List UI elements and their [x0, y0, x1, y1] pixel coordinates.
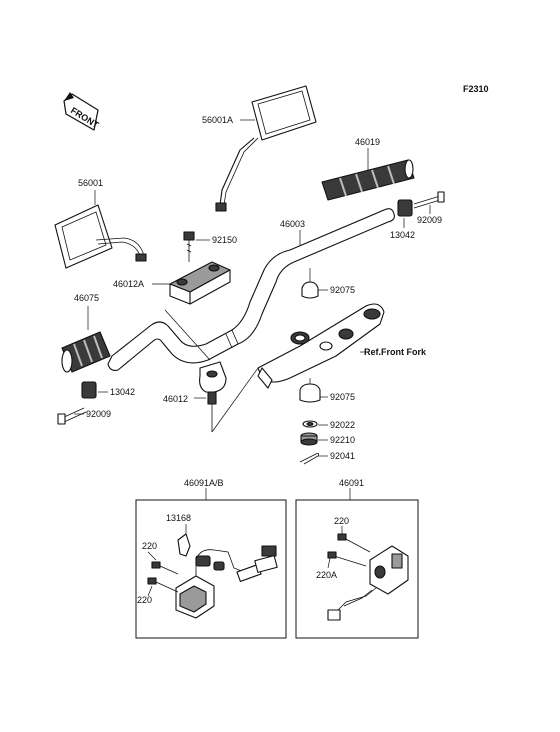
- label-220A: 220A: [316, 570, 337, 580]
- label-46019: 46019: [355, 137, 380, 147]
- label-92150: 92150: [212, 235, 237, 245]
- upper-holder: [169, 261, 231, 305]
- figure-code: F2310: [463, 84, 489, 94]
- left-grip: [61, 331, 111, 373]
- label-92009-top: 92009: [417, 215, 442, 225]
- right-switch-assembly: [327, 533, 409, 621]
- label-46091AB: 46091A/B: [184, 478, 224, 488]
- left-switch-assembly: [147, 533, 278, 619]
- label-220-a: 220: [142, 541, 157, 551]
- box-switch-right: [295, 499, 419, 639]
- label-92210: 92210: [330, 435, 355, 445]
- upper-bracket: [257, 303, 385, 389]
- label-92075-bot: 92075: [330, 392, 355, 402]
- label-92075-top: 92075: [330, 285, 355, 295]
- label-46075: 46075: [74, 293, 99, 303]
- label-92022: 92022: [330, 420, 355, 430]
- damper-92075-bot: [299, 383, 321, 403]
- box-switch-left: [135, 499, 287, 639]
- bar-end-weight-left: [57, 381, 97, 425]
- right-grip: [321, 159, 415, 201]
- handlebar: [107, 208, 395, 371]
- label-56001: 56001: [78, 178, 103, 188]
- lower-holder: [199, 361, 227, 432]
- label-46012: 46012: [163, 394, 188, 404]
- label-92009-bot: 92009: [86, 409, 111, 419]
- label-13042-top: 13042: [390, 230, 415, 240]
- nut-92210: [300, 432, 318, 446]
- label-56001A: 56001A: [202, 115, 233, 125]
- right-mirror: [215, 85, 317, 212]
- front-arrow-icon: FRONT: [63, 92, 101, 131]
- left-mirror: [54, 204, 147, 269]
- label-46003: 46003: [280, 219, 305, 229]
- label-220-c: 220: [334, 516, 349, 526]
- label-ref-front-fork: Ref.Front Fork: [364, 347, 427, 357]
- washer-92022: [302, 420, 318, 428]
- damper-92075-top: [301, 281, 319, 299]
- label-13168: 13168: [166, 513, 191, 523]
- pin-92041: [299, 452, 320, 465]
- label-13042-bot: 13042: [110, 387, 135, 397]
- bar-end-weight-right: [397, 191, 445, 217]
- bolt-92150: [183, 231, 195, 262]
- label-46012A: 46012A: [113, 279, 144, 289]
- label-46091: 46091: [339, 478, 364, 488]
- label-92041: 92041: [330, 451, 355, 461]
- label-220-b: 220: [137, 595, 152, 605]
